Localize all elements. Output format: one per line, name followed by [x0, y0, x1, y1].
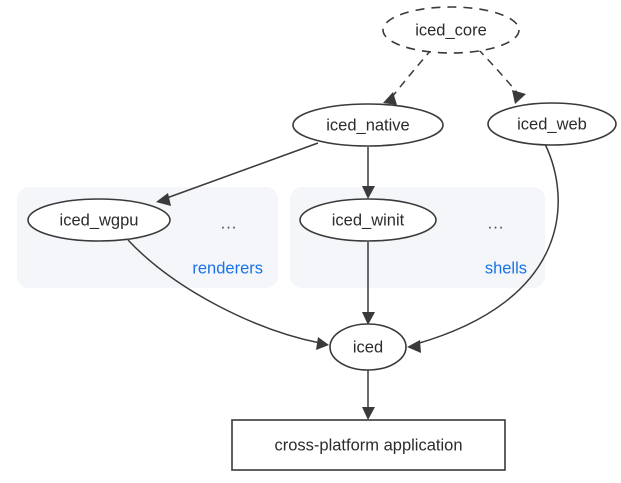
- cluster-label-renderers: renderers: [192, 259, 263, 277]
- node-iced-web-label: iced_web: [517, 115, 587, 133]
- edge-iced-core-to-iced-web: [477, 48, 521, 97]
- cluster-label-shells: shells: [485, 259, 527, 277]
- node-iced-winit-ellipse: [299, 198, 437, 242]
- edge-iced-native-to-iced-wgpu: [163, 142, 319, 200]
- edge-iced-core-to-iced-native: [391, 48, 433, 98]
- edge-iced-web-to-iced: [415, 143, 559, 345]
- node-iced-wgpu[interactable]: iced_wgpu: [27, 198, 171, 242]
- node-iced-web-ellipse: [487, 102, 617, 146]
- node-application-rect: [231, 419, 506, 471]
- arrowhead-iced-winit-to-iced: [362, 312, 375, 325]
- arrowhead-iced-web-to-iced: [407, 340, 421, 353]
- node-iced-ellipse: [329, 323, 407, 371]
- node-iced-wgpu-ellipse: [27, 198, 171, 242]
- arrowhead-iced-to-application: [362, 407, 375, 420]
- arrowhead-iced-wgpu-to-iced: [316, 337, 329, 350]
- shells-ellipsis-label: ...: [488, 214, 505, 232]
- arrowhead-iced-native-to-iced-wgpu: [156, 193, 171, 206]
- node-iced-native[interactable]: iced_native: [292, 103, 444, 147]
- node-iced-label: iced: [353, 338, 383, 356]
- node-iced-core[interactable]: iced_core: [382, 6, 520, 54]
- node-iced-wgpu-label: iced_wgpu: [60, 211, 139, 229]
- node-application-label: cross-platform application: [275, 436, 463, 454]
- node-iced[interactable]: iced: [329, 323, 407, 371]
- arrowhead-iced-core-to-iced-native: [383, 92, 397, 105]
- node-iced-native-ellipse: [292, 103, 444, 147]
- renderers-ellipsis-label: ...: [221, 214, 238, 232]
- node-iced-winit-label: iced_winit: [332, 211, 405, 229]
- node-iced-core-label: iced_core: [415, 21, 487, 39]
- arrowhead-iced-core-to-iced-web: [512, 90, 526, 104]
- node-application[interactable]: cross-platform application: [231, 419, 506, 471]
- node-iced-web[interactable]: iced_web: [487, 102, 617, 146]
- edge-iced-wgpu-to-iced: [127, 239, 321, 344]
- node-iced-core-ellipse: [382, 6, 520, 54]
- arrowhead-iced-native-to-iced-winit: [362, 186, 375, 199]
- node-iced-winit[interactable]: iced_winit: [299, 198, 437, 242]
- node-iced-native-label: iced_native: [326, 116, 409, 134]
